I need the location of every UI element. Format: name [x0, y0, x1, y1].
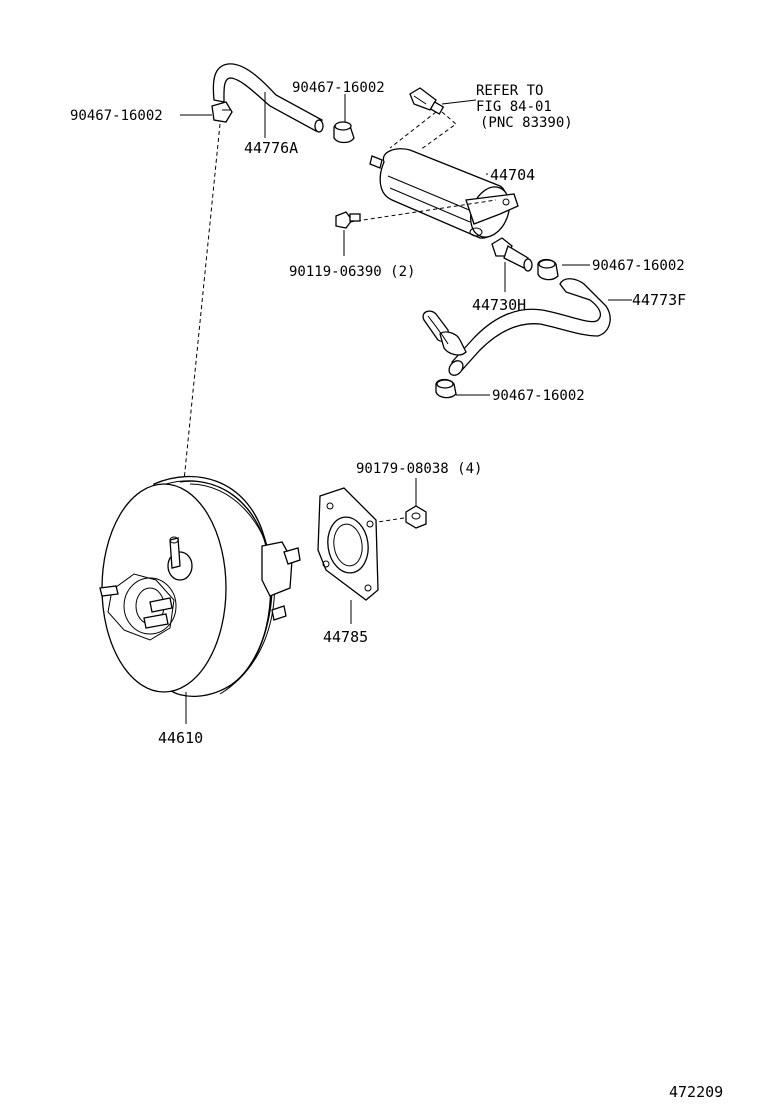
- label-gasket: 44785: [323, 628, 368, 646]
- label-reservoir: 44704: [490, 166, 535, 184]
- label-refer-line1: REFER TO: [476, 83, 543, 99]
- check-valve-44730h: [491, 237, 533, 272]
- label-clamp-top-mid: 90467-16002: [292, 80, 385, 96]
- label-refer-line3: (PNC 83390): [480, 115, 573, 131]
- leader-refer: [441, 99, 477, 105]
- label-hose-top: 44776A: [244, 139, 298, 157]
- clamp-top-mid: [333, 121, 355, 144]
- dash-nut: [377, 517, 405, 523]
- clamp-lower: [435, 378, 457, 399]
- label-clamp-lower: 90467-16002: [492, 388, 585, 404]
- reservoir-44704: [369, 148, 519, 239]
- label-hose-right: 44773F: [632, 291, 686, 309]
- clamp-right: [537, 258, 559, 281]
- hose-44773f: [448, 278, 611, 376]
- dash-switch-left: [389, 111, 437, 149]
- dash-bolt: [349, 199, 497, 223]
- dash-switch-right: [419, 111, 457, 151]
- bolt-90119: [335, 211, 361, 229]
- vacuum-switch: [409, 87, 445, 115]
- label-refer-line2: FIG 84-01: [476, 99, 552, 115]
- label-clamp-top-left: 90467-16002: [70, 108, 163, 124]
- label-check-valve: 44730H: [472, 296, 526, 314]
- nut-90179: [405, 505, 427, 529]
- gasket-44785: [317, 487, 379, 601]
- figure-number: 472209: [669, 1083, 723, 1101]
- label-bolt: 90119-06390 (2): [289, 264, 415, 280]
- brake-booster-44610: [99, 475, 301, 698]
- label-booster: 44610: [158, 729, 203, 747]
- label-nut: 90179-08038 (4): [356, 461, 482, 477]
- clamp-top-left: [211, 101, 233, 123]
- hose-clip: [422, 310, 467, 356]
- hose-44776a: [212, 63, 324, 133]
- label-clamp-right: 90467-16002: [592, 258, 685, 274]
